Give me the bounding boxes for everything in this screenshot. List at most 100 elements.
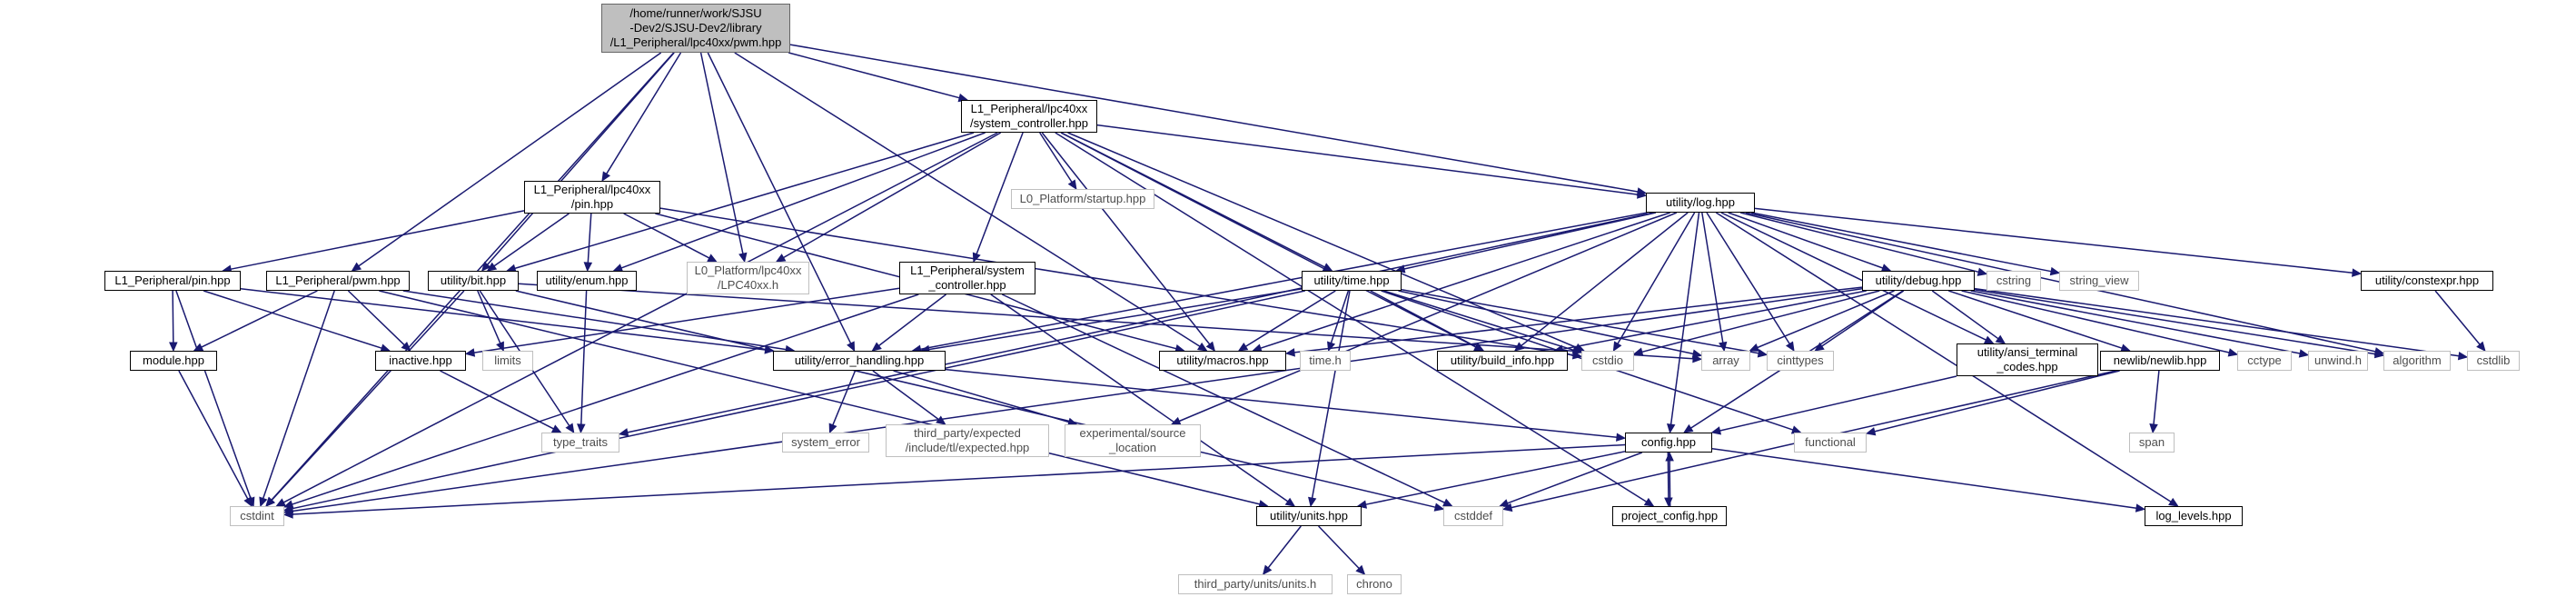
arrowhead-sysctl_l1-to-inactive [464,348,476,357]
arrowhead-debug-to-cstdio [1632,347,1644,356]
arrowhead-pwm_lpc-to-macros [1196,342,1208,352]
edge-sysctl_lpc-to-sysctl_l1 [976,132,1024,254]
node-constexpr[interactable]: utility/constexpr.hpp [2361,271,2493,291]
edge-sysctl_l1-to-cstdint [292,294,919,505]
edge-pwm_lpc-to-error_handling [707,52,852,344]
node-time[interactable]: utility/time.hpp [1302,271,1402,291]
node-lpc40xx-pwm-root: /home/runner/work/SJSU -Dev2/SJSU-Dev2/l… [601,4,790,53]
edge-module-to-cstdint [178,370,249,500]
arrowhead-log-to-type_traits [618,428,629,437]
node-lpc40xx-system-controller[interactable]: L1_Peripheral/lpc40xx /system_controller… [961,100,1097,133]
edge-pwm_lpc-to-bit [487,52,675,265]
edge-log-to-string_view [1751,212,2052,273]
edge-sysctl_l1-to-error_handling [878,294,946,347]
edge-debug-to-array [1757,290,1895,349]
node-source-location: experimental/source _location [1065,424,1201,457]
arrowhead-debug-to-cinttypes [1814,342,1825,352]
node-module[interactable]: module.hpp [130,351,217,371]
node-cstdint: cstdint [230,506,284,526]
node-array: array [1701,351,1750,371]
edge-pwm_lpc-to-macros [734,52,1201,347]
edge-sysctl_lpc-to-bit [514,132,975,270]
edge-error_handling-to-expected [872,370,939,421]
edge-units-to-chrono [1318,525,1360,570]
node-l1-pin[interactable]: L1_Peripheral/pin.hpp [104,271,241,291]
edge-sysctl_lpc-to-cstdint [282,132,998,503]
node-debug[interactable]: utility/debug.hpp [1862,271,1975,291]
edge-sysctl_l1-to-units [990,294,1289,503]
node-project-config[interactable]: project_config.hpp [1612,506,1727,526]
node-lpc40xx-pin[interactable]: L1_Peripheral/lpc40xx /pin.hpp [524,181,660,214]
arrowhead-log-to-config [1667,423,1676,434]
arrowhead-bit-to-type_traits [565,423,575,434]
edge-pin_l1-to-inactive [203,290,382,349]
edge-log-to-ansi [1720,212,1986,341]
arrowhead-debug-to-algorithm [2373,349,2385,359]
arrowhead-bit-to-cstddef [1433,503,1445,512]
node-enum[interactable]: utility/enum.hpp [537,271,637,291]
arrowhead-pwm_l1-to-module [193,343,204,352]
node-l1-pwm[interactable]: L1_Peripheral/pwm.hpp [266,271,410,291]
arrowhead-pwm_lpc-to-lpc40xx_h [738,252,748,264]
edge-pin_l1-to-cstdint [175,290,252,499]
arrowhead-error_handling-to-system_error [828,423,837,434]
edge-pwm_lpc-to-log [789,44,1639,193]
edge-log-to-log_levels [1715,212,2172,503]
arrowhead-pin_lpc-to-lpc40xx_h [707,254,718,263]
edge-newlib-to-span [2153,370,2160,425]
node-cinttypes: cinttypes [1767,351,1834,371]
edge-bit-to-cstddef [515,290,1436,508]
edge-pwm_l1-to-module [201,290,318,348]
node-ansi-terminal-codes[interactable]: utility/ansi_terminal _codes.hpp [1957,343,2098,376]
arrowhead-sysctl_lpc-to-startup [1067,179,1077,191]
arrowhead-sysctl_lpc-to-lpc40xx_h [775,254,787,263]
arrowhead-log-to-constexpr [2352,268,2363,277]
node-macros[interactable]: utility/macros.hpp [1159,351,1286,371]
edge-pwm_lpc-to-sysctl_lpc [788,52,960,99]
edge-constexpr-to-cstdlib [2434,290,2481,345]
edge-enum-to-type_traits [580,290,588,425]
arrowhead-time-to-cinttypes [1757,349,1769,358]
edge-bit-to-cstdint [271,290,465,501]
arrowhead-ansi-to-config [1710,426,1722,435]
arrowhead-debug-to-cctype [2227,348,2239,357]
node-system-error: system_error [782,433,869,453]
edge-error_handling-to-system_error [832,370,857,425]
node-l1-system-controller[interactable]: L1_Peripheral/system _controller.hpp [899,262,1035,294]
arrowhead-time-to-macros [1237,342,1249,352]
edge-time-to-build_info [1370,290,1477,348]
node-log[interactable]: utility/log.hpp [1646,193,1755,213]
node-log-levels[interactable]: log_levels.hpp [2145,506,2243,526]
edge-pwm_l1-to-units [379,290,1261,505]
edge-log-to-cinttypes [1706,212,1790,344]
node-build-info[interactable]: utility/build_info.hpp [1437,351,1568,371]
edge-pin_lpc-to-bit [493,213,570,267]
node-error-handling[interactable]: utility/error_handling.hpp [773,351,946,371]
arrowhead-config-to-log_levels [2135,503,2146,512]
node-cstdio: cstdio [1581,351,1634,371]
arrowhead-debug-to-cstdlib [2457,351,2469,361]
edge-sysctl_lpc-to-log [1096,124,1639,195]
arrowhead-enum-to-type_traits [577,423,586,434]
edge-sysctl_lpc-to-lpc40xx_h [783,132,1002,259]
edge-log-to-source_location [1178,212,1678,423]
node-config[interactable]: config.hpp [1625,433,1712,453]
edge-time-to-macros [1245,290,1336,347]
arrowhead-debug-to-macros [1284,348,1295,357]
node-units[interactable]: utility/units.hpp [1256,506,1362,526]
edge-pwm_lpc-to-pwm_l1 [358,52,662,267]
node-newlib[interactable]: newlib/newlib.hpp [2100,351,2220,371]
arrowhead-constexpr-to-cstdlib [2476,341,2486,352]
arrowhead-sysctl_lpc-to-project_config [1643,497,1655,507]
node-lpc40xx-h: L0_Platform/lpc40xx /LPC40xx.h [687,262,809,294]
arrowhead-newlib-to-span [2149,423,2158,434]
arrowhead-module-to-cstdint [243,496,253,508]
arrowhead-error_handling-to-expected [936,415,946,425]
edge-units-to-units_h [1267,525,1302,569]
edge-log-to-macros [1260,212,1670,349]
node-bit[interactable]: utility/bit.hpp [428,271,519,291]
arrowhead-pwm_lpc-to-pin_lpc [601,171,611,183]
edge-log-to-time [1403,212,1657,270]
arrowhead-sysctl_lpc-to-log [1637,190,1648,199]
node-inactive[interactable]: inactive.hpp [375,351,466,371]
